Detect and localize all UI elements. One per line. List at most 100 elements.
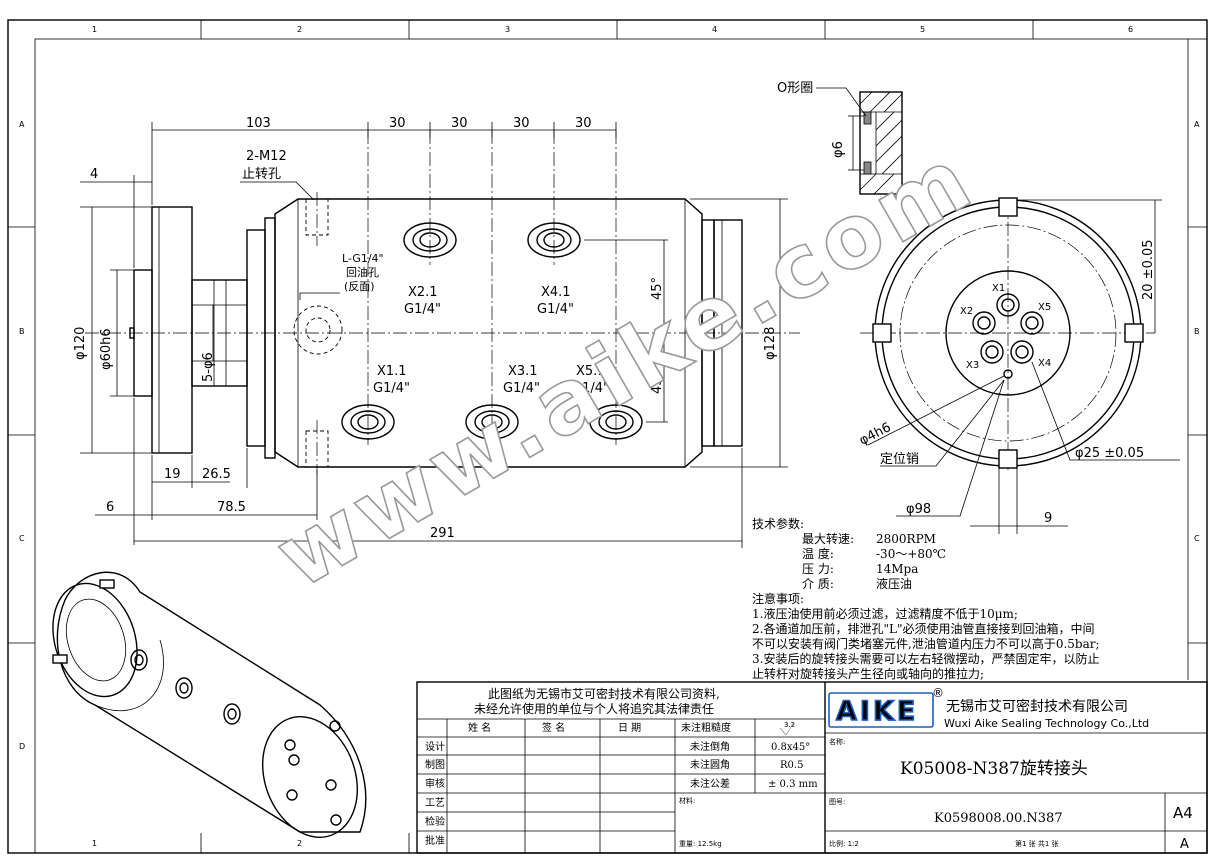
logo-registered: ® [932, 686, 944, 700]
front-view [85, 130, 800, 474]
zone-col-4: 4 [712, 25, 717, 34]
spec-temp-value: -30～+80℃ [876, 547, 946, 561]
label-l-hole-sub: 回油孔 [346, 265, 379, 279]
dim-30-a: 30 [389, 116, 406, 131]
dim-9: 9 [1044, 511, 1052, 526]
material-label: 材料: [679, 796, 695, 805]
end-view: X1 X2 X5 X3 X4 20 ±0.05 φ4h6 定位销 φ25 ±0.… [857, 197, 1180, 534]
scale-label: 比例: 1:2 [829, 839, 859, 848]
dim-20: 20 ±0.05 [1141, 239, 1156, 300]
zone-col-2-bottom: 2 [297, 839, 302, 848]
sheet-label: 第1 张 共1 张 [1015, 839, 1059, 848]
label-l-hole-note: (反面) [344, 280, 375, 293]
specs-title: 技术参数: [752, 516, 804, 531]
company-logo: AIKE ® [828, 686, 944, 728]
role-drafting: 制图 [425, 758, 445, 771]
chamfer-value: 0.8x45° [771, 742, 810, 753]
dim-phi6-detail: φ6 [831, 141, 846, 158]
label-x2-1: X2.1 [408, 285, 438, 300]
dim-phi60h6: φ60h6 [99, 328, 114, 370]
zone-row-a: A [19, 120, 25, 129]
fillet-label: 未注圆角 [690, 758, 730, 771]
dim-103: 103 [246, 116, 271, 131]
dim-30-d: 30 [575, 116, 592, 131]
number-label: 图号: [829, 798, 845, 806]
label-end-x2: X2 [960, 306, 973, 317]
label-x2-1-thread: G1/4" [404, 302, 441, 317]
note-line-3: 不可以安装有阀门类堵塞元件,泄油管道内压力不可以高于0.5bar; [752, 636, 1100, 651]
zone-row-c-right: C [1194, 534, 1200, 543]
col-signature: 签 名 [542, 721, 565, 734]
dim-6: 6 [106, 500, 114, 515]
spec-medium-value: 液压油 [876, 576, 912, 591]
dim-phi25: φ25 ±0.05 [1075, 446, 1144, 461]
dim-291: 291 [430, 526, 455, 541]
zone-col-1-bottom: 1 [92, 839, 97, 848]
zone-row-b-right: B [1194, 327, 1200, 336]
dim-30-c: 30 [513, 116, 530, 131]
end-view-hub [945, 270, 1071, 396]
roughness-label: 未注粗糙度 [681, 721, 731, 734]
dim-phi120: φ120 [73, 327, 88, 360]
paper-size: A4 [1173, 804, 1193, 822]
locating-pin [1003, 369, 1013, 379]
technical-specs: 技术参数: 最大转速: 2800RPM 温 度: -30～+80℃ 压 力: 1… [752, 516, 946, 591]
spec-speed-label: 最大转速: [802, 531, 854, 546]
flange [151, 206, 193, 454]
label-x1-1-thread: G1/4" [373, 381, 410, 396]
dim-26-5: 26.5 [202, 467, 231, 482]
housing [274, 198, 703, 468]
col-date: 日 期 [618, 722, 641, 734]
label-l-hole: L-G1/4" [342, 252, 384, 265]
fillet-value: R0.5 [780, 760, 803, 771]
col-name: 姓 名 [468, 721, 491, 734]
drawing-name: K05008-N387旋转接头 [900, 759, 1088, 779]
zone-labels: 1 2 3 4 5 6 1 2 A B C D A B C [19, 25, 1200, 848]
role-approval: 批准 [425, 834, 445, 847]
tolerance-label: 未注公差 [690, 777, 730, 790]
dim-30-b: 30 [451, 116, 468, 131]
dim-5-phi6: 5-φ6 [201, 352, 216, 382]
front-view-dimensions: 103 30 30 30 30 4 2-M12 止转孔 L-G1/4" 回油孔 … [73, 116, 788, 548]
zone-row-c: C [19, 534, 25, 543]
label-x5-1: X5.1 [576, 364, 606, 379]
label-end-x4: X4 [1038, 358, 1051, 369]
label-x1-1: X1.1 [377, 364, 407, 379]
label-phi4h6: φ4h6 [857, 420, 894, 449]
label-end-x5: X5 [1038, 302, 1051, 313]
spec-pressure-value: 14Mpa [876, 562, 918, 576]
end-port-x3 [980, 340, 1004, 364]
label-end-x3: X3 [966, 360, 979, 371]
title-block: 此图纸为无锡市艾可密封技术有限公司资料, 未经允许使用的单位与个人将追究其法律责… [416, 681, 1208, 854]
dim-19: 19 [164, 467, 181, 482]
end-port-x1 [996, 293, 1020, 317]
label-x4-1: X4.1 [541, 285, 571, 300]
end-port-x5 [1020, 311, 1044, 335]
dim-78-5: 78.5 [217, 500, 246, 515]
notice-line-1: 此图纸为无锡市艾可密封技术有限公司资料, [488, 686, 720, 701]
end-port-x4 [1010, 340, 1034, 364]
iso-ports-housing [130, 649, 241, 725]
notice-line-2: 未经允许使用的单位与个人将追究其法律责任 [474, 701, 714, 716]
spec-pressure-label: 压 力: [802, 562, 834, 576]
note-line-5: 止转杆对旋转接头产生径向或轴向的推拉力; [752, 666, 984, 681]
iso-ports-end [284, 720, 342, 826]
chamfer-label: 未注倒角 [690, 740, 730, 753]
o-ring-detail: O形圈 φ6 [777, 81, 903, 195]
label-o-ring: O形圈 [777, 81, 813, 96]
dim-phi128: φ128 [763, 327, 778, 360]
company-name-en: Wuxi Aike Sealing Technology Co.,Ltd [944, 717, 1149, 730]
role-review: 审核 [425, 777, 445, 790]
note-line-4: 3.安装后的旋转接头需要可以左右轻微摆动，严禁固定牢，以防止 [752, 651, 1099, 666]
zone-row-b: B [19, 327, 25, 336]
dim-phi98: φ98 [906, 502, 931, 517]
zone-row-a-right: A [1194, 120, 1200, 129]
roughness-value: 3.2 [784, 721, 795, 729]
company-name-cn: 无锡市艾可密封技术有限公司 [946, 698, 1128, 715]
dim-4: 4 [90, 167, 98, 182]
notes-title: 注意事项: [752, 591, 804, 606]
label-x3-1-thread: G1/4" [503, 381, 540, 396]
notes: 注意事项: 1.液压油使用前必须过滤，过滤精度不低于10μm; 2.各通道加压前… [752, 591, 1100, 681]
role-inspection: 检验 [425, 815, 445, 828]
